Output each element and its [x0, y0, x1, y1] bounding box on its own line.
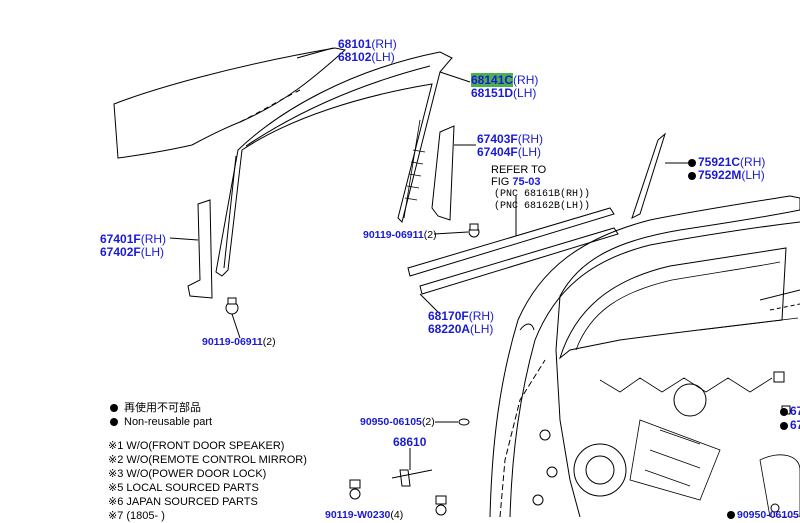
label-pillar-garnish[interactable]: 75921C(RH) 75922M(LH) — [688, 156, 765, 182]
non-reusable-dot-icon — [780, 421, 788, 430]
note-item: ※1 W/O(FRONT DOOR SPEAKER) — [108, 440, 285, 452]
fig-link[interactable]: 75-03 — [512, 176, 541, 188]
pnc-note: (PNC 68161B(RH)) (PNC 68162B(LH)) — [494, 189, 591, 212]
bolt-icon-a — [225, 297, 239, 315]
non-reusable-dot-icon — [688, 171, 696, 180]
label-plug[interactable]: 90950-06105(2) — [360, 416, 435, 428]
non-reusable-dot-icon — [110, 404, 118, 413]
rear-sash — [431, 125, 455, 221]
plug-icon — [458, 418, 470, 426]
note-item: ※7 (1805- ) — [108, 510, 165, 522]
label-bolt-a[interactable]: 90119-06911(2) — [202, 336, 276, 348]
door-frame-inner — [509, 221, 800, 517]
label-rear-sash[interactable]: 67403F(RH) 67404F(LH) — [477, 132, 544, 159]
label-weatherstrip[interactable]: 68170F(RH) 68220A(LH) — [428, 309, 495, 336]
glass-run-channel — [215, 51, 453, 277]
window-opening — [559, 247, 787, 360]
label-plug-b[interactable]: 90950-06105(2 — [727, 509, 800, 522]
bolt-icon-b — [468, 223, 480, 238]
pillar-garnish — [631, 132, 666, 219]
legend: 再使用不可部品 Non-reusable part — [110, 401, 212, 429]
note-item: ※5 LOCAL SOURCED PARTS — [108, 482, 259, 494]
label-cut-a[interactable]: 67 — [780, 405, 800, 418]
regulator-icon — [391, 469, 433, 487]
label-glass-run[interactable]: 68141C(RH) 68151D(LH) — [471, 73, 539, 100]
label-cut-b[interactable]: 67 — [780, 419, 800, 432]
refer-to-fig[interactable]: REFER TO FIG 75-03 — [491, 164, 547, 188]
label-bolt-b[interactable]: 90119-06911(2) — [363, 229, 437, 241]
notes-list: ※1 W/O(FRONT DOOR SPEAKER) ※2 W/O(REMOTE… — [108, 439, 307, 523]
door-inner-panel — [499, 359, 546, 517]
label-front-sash[interactable]: 67401F(RH) 67402F(LH) — [100, 232, 167, 259]
label-regulator[interactable]: 68610 — [393, 435, 427, 449]
door-glass-inner-edge — [239, 89, 301, 123]
note-item: ※6 JAPAN SOURCED PARTS — [108, 496, 258, 508]
bolt-icon-c — [349, 479, 361, 500]
door-glass-outline — [113, 47, 347, 159]
door-frame-outer — [489, 195, 800, 517]
highlighted-part-number[interactable]: 68141C — [471, 73, 514, 87]
outer-weatherstrip — [407, 207, 615, 277]
note-item: ※3 W/O(POWER DOOR LOCK) — [108, 468, 267, 480]
non-reusable-dot-icon — [727, 511, 735, 520]
label-door-glass[interactable]: 68101(RH) 68102(LH) — [338, 37, 397, 64]
inner-weatherstrip — [419, 227, 619, 295]
non-reusable-dot-icon — [688, 158, 696, 167]
glass-run-detail — [403, 119, 426, 219]
label-bolt-c[interactable]: 90119-W0230(4) — [325, 509, 404, 521]
non-reusable-dot-icon — [780, 407, 788, 416]
front-sash — [187, 199, 213, 299]
non-reusable-dot-icon — [110, 418, 118, 427]
note-item: ※2 W/O(REMOTE CONTROL MIRROR) — [108, 454, 307, 466]
